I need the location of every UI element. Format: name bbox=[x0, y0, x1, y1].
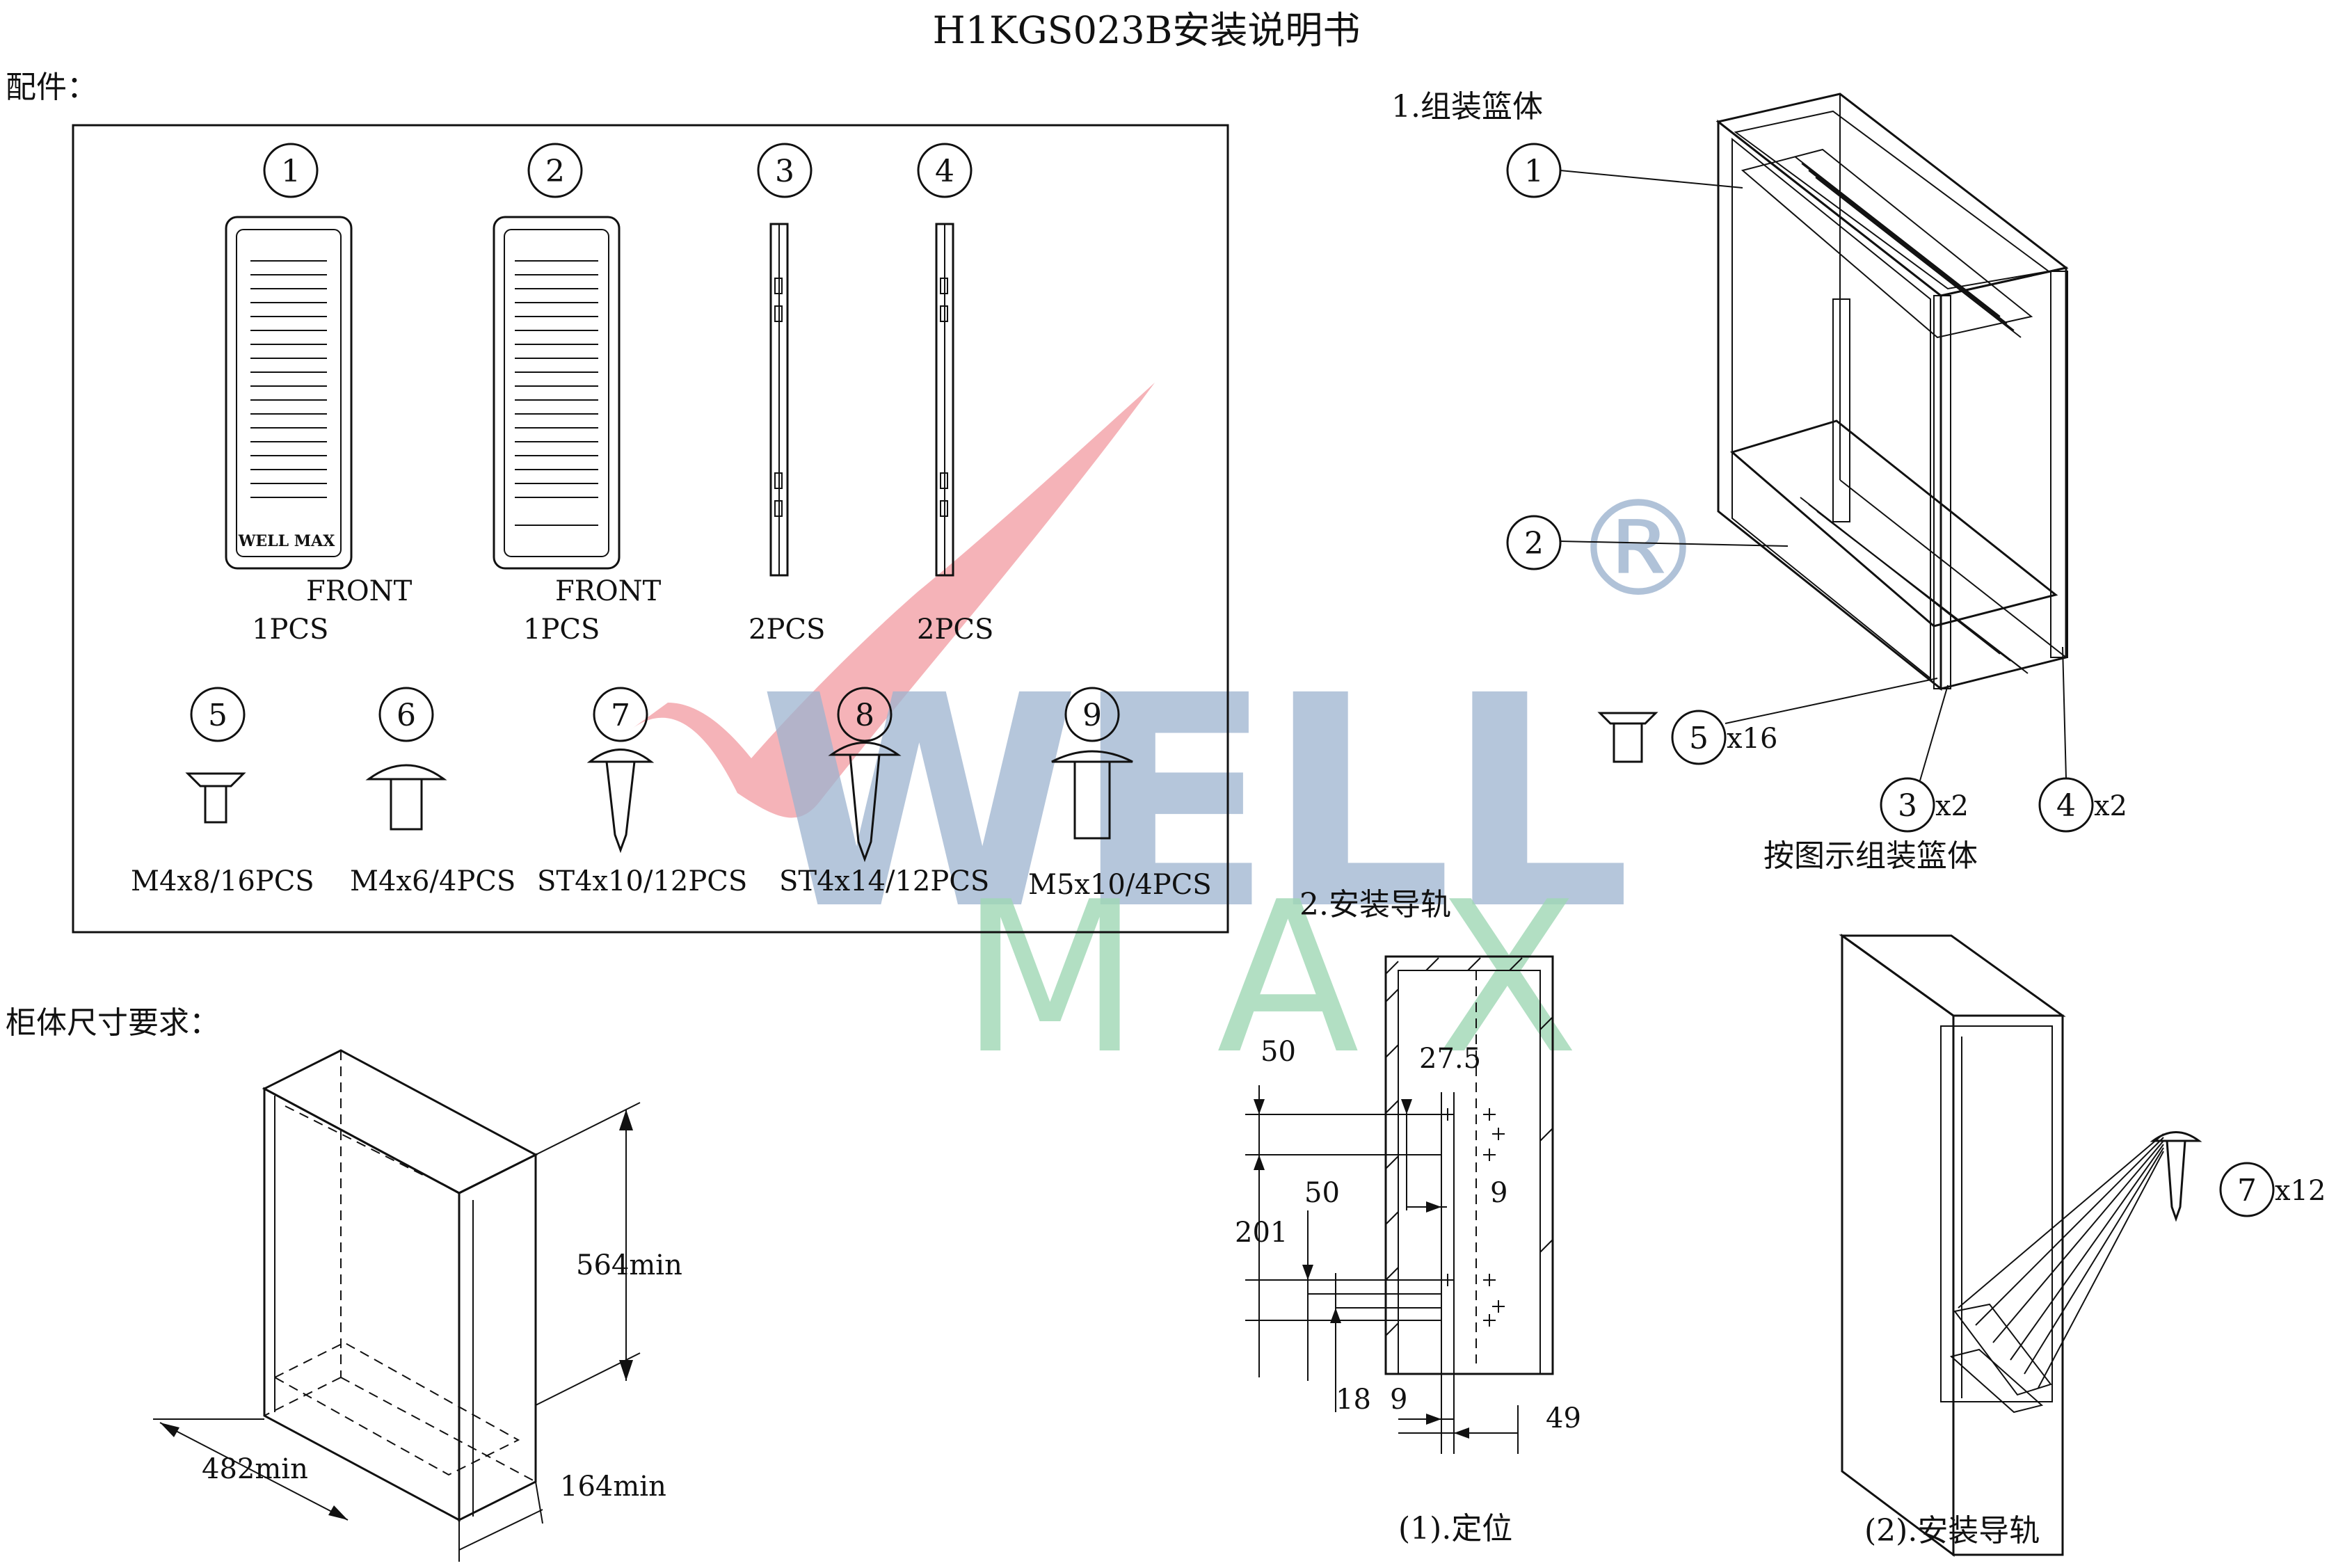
part-3: 3 2PCS bbox=[749, 143, 825, 646]
dim-depth: 164min bbox=[560, 1471, 666, 1503]
positioning-dimensions: 50 27.5 9 201 50 18 9 49 bbox=[1235, 1036, 1581, 1434]
basket-drawing bbox=[1715, 93, 2069, 691]
dim-label-1: 50 bbox=[1261, 1036, 1296, 1068]
dim-height: 564min bbox=[576, 1249, 682, 1281]
screw-7-number: 7 bbox=[611, 698, 630, 733]
rail-screw-qty: x12 bbox=[2275, 1175, 2326, 1207]
dim-label-6: 18 bbox=[1336, 1384, 1371, 1416]
step1-heading: 1.组装篮体 bbox=[1391, 89, 1543, 125]
dim-label-3: 9 bbox=[1490, 1177, 1507, 1209]
page-title: H1KGS023B安装说明书 bbox=[933, 8, 1361, 52]
callout-2-number: 2 bbox=[1524, 526, 1544, 561]
screw-8-number: 8 bbox=[855, 698, 874, 733]
step2-heading: 2.安装导轨 bbox=[1299, 887, 1451, 922]
rail-4-mounted bbox=[2050, 271, 2068, 658]
rail-3-mounted bbox=[1933, 295, 1951, 689]
dim-width: 482min bbox=[202, 1453, 308, 1485]
screw-9-number: 9 bbox=[1082, 698, 1102, 733]
screw-guide-lines bbox=[1958, 1133, 2164, 1389]
part-3-number: 3 bbox=[775, 154, 794, 189]
part-4-number: 4 bbox=[935, 154, 954, 189]
part-2-number: 2 bbox=[545, 154, 565, 189]
part-2-qty: 1PCS bbox=[523, 614, 600, 646]
front-panel-2-icon bbox=[493, 216, 621, 570]
hole-markers bbox=[1441, 1108, 1505, 1327]
rail-install-drawing bbox=[1839, 934, 2202, 1557]
panel-slats bbox=[250, 260, 327, 498]
screw-9-spec: M5x10/4PCS bbox=[1028, 869, 1212, 901]
callout-3-number: 3 bbox=[1898, 788, 1917, 824]
dim-label-7: 9 bbox=[1390, 1384, 1407, 1416]
step2-sub1-caption: (1).定位 bbox=[1398, 1511, 1512, 1546]
part-4-qty: 2PCS bbox=[917, 614, 993, 646]
long-tapping-screw-icon bbox=[828, 742, 902, 756]
accessories-heading: 配件： bbox=[6, 70, 97, 105]
callout-4-qty: x2 bbox=[2094, 790, 2127, 822]
rail-screw-icon bbox=[2150, 1131, 2202, 1142]
extension-lines bbox=[1245, 1085, 1519, 1454]
callout-4-number: 4 bbox=[2056, 788, 2076, 824]
step1-caption: 按图示组装篮体 bbox=[1763, 838, 1978, 874]
callout-5-qty: x16 bbox=[1727, 723, 1777, 755]
part-2-label: FRONT bbox=[555, 575, 662, 607]
watermark: WELL MAX ® bbox=[630, 383, 1704, 1100]
callout-5-screw-icon bbox=[1597, 712, 1658, 725]
part-1-number: 1 bbox=[281, 154, 301, 189]
watermark-registered-mark: ® bbox=[1572, 472, 1704, 626]
tapping-screw-icon bbox=[586, 749, 655, 763]
part-3-qty: 2PCS bbox=[749, 614, 825, 646]
screw-9: 9 M5x10/4PCS bbox=[1028, 687, 1212, 901]
basket-slats bbox=[1794, 156, 2029, 674]
cabinet-dimensions: 564min 482min 164min bbox=[153, 1102, 682, 1562]
screw-6-number: 6 bbox=[397, 698, 416, 733]
dim-label-5: 50 bbox=[1304, 1177, 1340, 1209]
cabinet-heading: 柜体尺寸要求： bbox=[6, 1005, 220, 1041]
screw-6: 6 M4x6/4PCS bbox=[350, 687, 515, 897]
screw-5-spec: M4x8/16PCS bbox=[131, 865, 314, 897]
positioning-drawing bbox=[1245, 955, 1554, 1454]
panel-logo: WELL MAX bbox=[238, 532, 335, 550]
cabinet-drawing bbox=[262, 1049, 538, 1522]
callout-5-number: 5 bbox=[1689, 721, 1709, 756]
step2-sub2-caption: (2).安装导轨 bbox=[1864, 1513, 2040, 1549]
dim-label-8: 49 bbox=[1546, 1402, 1581, 1434]
watermark-word-1: WELL bbox=[758, 634, 1628, 974]
screw-8-spec: ST4x14/12PCS bbox=[779, 865, 989, 897]
part-4: 4 2PCS bbox=[917, 143, 993, 646]
screw-8: 8 ST4x14/12PCS bbox=[779, 687, 989, 897]
callout-1-number: 1 bbox=[1524, 154, 1544, 189]
dim-label-2: 27.5 bbox=[1419, 1043, 1481, 1075]
machine-screw-icon bbox=[1051, 750, 1133, 763]
part-1-label: FRONT bbox=[306, 575, 413, 607]
screw-5-number: 5 bbox=[208, 698, 227, 733]
part-1: 1 WELL MAX FRONT 1PCS bbox=[225, 143, 413, 646]
screw-5: 5 M4x8/16PCS bbox=[131, 687, 314, 897]
part-1-qty: 1PCS bbox=[252, 614, 328, 646]
step1-callouts: 1 2 5 x16 3 x2 4 x2 bbox=[1506, 143, 2127, 833]
rail-screw-number: 7 bbox=[2237, 1173, 2257, 1208]
dim-label-4: 201 bbox=[1235, 1217, 1288, 1249]
screw-7: 7 ST4x10/12PCS bbox=[537, 687, 747, 897]
pan-head-screw-icon bbox=[365, 764, 447, 781]
screw-6-spec: M4x6/4PCS bbox=[350, 865, 515, 897]
screw-7-spec: ST4x10/12PCS bbox=[537, 865, 747, 897]
callout-3-qty: x2 bbox=[1935, 790, 1969, 822]
part-2: 2 FRONT 1PCS bbox=[493, 143, 662, 646]
front-panel-1-icon bbox=[225, 216, 353, 570]
accessories-box bbox=[72, 124, 1229, 934]
countersunk-screw-icon bbox=[185, 772, 246, 787]
